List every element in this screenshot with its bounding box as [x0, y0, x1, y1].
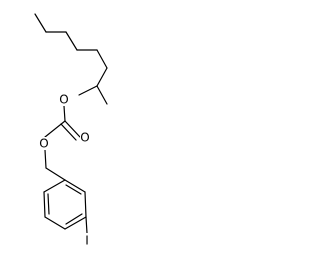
ring-inner-bond-a: [65, 184, 82, 195]
bond-o-upper-carbonyl-c: [63, 105, 66, 122]
carbonyl-oxygen-label: O: [80, 131, 89, 145]
lower-oxygen-mask: [39, 137, 49, 150]
carbonyl-oxygen-mask: [80, 131, 90, 144]
bond-o-lower-ch2: [44, 149, 47, 169]
bond-carbonyl-c-double-o-a: [64, 120, 81, 138]
iodine-label: I: [85, 234, 89, 248]
bond-c3-c4: [65, 31, 78, 51]
upper-oxygen-mask: [59, 93, 69, 106]
bond-c6-c7: [96, 67, 108, 87]
bond-c7-o-upper: [78, 85, 98, 96]
iodophenyl-ring: [43, 167, 88, 234]
ring-bond-1: [64, 179, 86, 193]
octyl-chain: [34, 13, 108, 105]
bond-c1-c2: [34, 13, 47, 33]
bond-carbonyl-c-o-lower: [44, 120, 66, 138]
ring-inner-bond-b: [65, 213, 83, 225]
ring-bond-4: [44, 216, 66, 230]
atom-labels: O O O I: [39, 93, 90, 248]
ring-bond-3: [64, 216, 87, 230]
ester-oxygen-lower-label: O: [39, 137, 48, 151]
ring-bond-5: [43, 191, 46, 218]
bond-carbonyl-c-double-o-b: [60, 123, 77, 141]
ring-bond-2: [84, 191, 87, 218]
bond-ring-iodine: [85, 216, 88, 234]
carbonate-group: [44, 105, 81, 169]
iodine-mask: [84, 233, 90, 247]
bond-c7-methyl: [96, 85, 108, 105]
bond-ch2-ring: [45, 167, 66, 181]
ring-inner-bond-c: [47, 193, 50, 215]
chemical-structure-diagram: O O O I: [34, 13, 108, 248]
ring-bond-6: [43, 179, 66, 193]
bond-c5-c6: [96, 49, 108, 69]
ester-oxygen-upper-label: O: [59, 93, 68, 107]
